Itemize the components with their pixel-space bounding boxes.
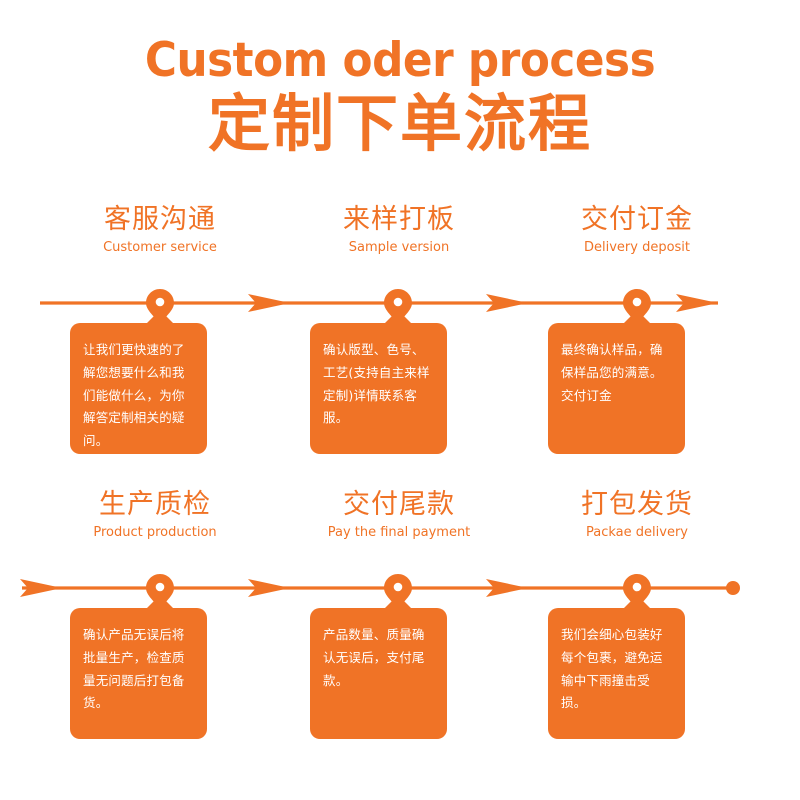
title-chinese: 定制下单流程 [207, 87, 592, 161]
row-2-cards: 确认产品无误后将批量生产，检查质量无问题后打包备货。 产品数量、质量确认无误后，… [0, 595, 800, 768]
timeline-end-arrow-icon [676, 294, 718, 312]
step-heading-en-3: Delivery deposit [583, 240, 691, 256]
step-card-text-2: 确认版型、色号、工艺(支持自主来样定制)详情联系客服。 [323, 342, 430, 426]
page-title: Custom oder process 定制下单流程 [0, 36, 800, 161]
step-heading-en-4: Product production [93, 525, 217, 541]
step-card-3: 最终确认样品，确保样品您的满意。交付订金 [548, 310, 685, 454]
timeline-arrow-icon [248, 294, 290, 312]
step-heading-2: 来样打板 Sample version [279, 204, 519, 256]
step-heading-en-5: Pay the final payment [327, 525, 471, 541]
title-english: Custom oder process [144, 33, 656, 88]
card-notch [146, 310, 174, 324]
card-notch [623, 310, 651, 324]
card-notch [384, 595, 412, 609]
step-heading-cn-1: 客服沟通 [104, 204, 216, 235]
step-heading-en-1: Customer service [103, 240, 217, 256]
step-heading-cn-4: 生产质检 [99, 489, 211, 520]
row-1-cards: 让我们更快速的了解您想要什么和我们能做什么，为你解答定制相关的疑问。 确认版型、… [0, 310, 800, 483]
row-2-headings: 生产质检 Product production 交付尾款 Pay the fin… [0, 489, 800, 568]
step-card-6: 我们会细心包装好每个包裹，避免运输中下雨撞击受损。 [548, 595, 685, 739]
step-heading-cn-5: 交付尾款 [343, 489, 455, 520]
process-row-2: 生产质检 Product production 交付尾款 Pay the fin… [0, 489, 800, 768]
process-row-1: 客服沟通 Customer service 来样打板 Sample versio… [0, 204, 800, 483]
step-heading-6: 打包发货 Packae delivery [517, 489, 757, 541]
step-card-text-4: 确认产品无误后将批量生产，检查质量无问题后打包备货。 [83, 627, 185, 711]
step-card-text-6: 我们会细心包装好每个包裹，避免运输中下雨撞击受损。 [561, 627, 663, 711]
step-card-4: 确认产品无误后将批量生产，检查质量无问题后打包备货。 [70, 595, 207, 739]
step-heading-5: 交付尾款 Pay the final payment [279, 489, 519, 541]
step-card-text-3: 最终确认样品，确保样品您的满意。交付订金 [561, 342, 663, 403]
step-card-text-1: 让我们更快速的了解您想要什么和我们能做什么，为你解答定制相关的疑问。 [83, 342, 185, 448]
step-heading-4: 生产质检 Product production [35, 489, 275, 541]
step-heading-3: 交付订金 Delivery deposit [517, 204, 757, 256]
step-heading-cn-3: 交付订金 [581, 204, 693, 235]
step-card-5: 产品数量、质量确认无误后，支付尾款。 [310, 595, 447, 739]
step-heading-en-2: Sample version [348, 240, 450, 256]
timeline-end-dot-icon [726, 581, 740, 595]
step-heading-cn-6: 打包发货 [581, 489, 693, 520]
timeline-arrow-icon [248, 579, 290, 597]
row-1-headings: 客服沟通 Customer service 来样打板 Sample versio… [0, 204, 800, 283]
step-card-1: 让我们更快速的了解您想要什么和我们能做什么，为你解答定制相关的疑问。 [70, 310, 207, 454]
card-notch [146, 595, 174, 609]
step-card-text-5: 产品数量、质量确认无误后，支付尾款。 [323, 627, 425, 688]
timeline-arrow-icon [486, 294, 528, 312]
step-card-2: 确认版型、色号、工艺(支持自主来样定制)详情联系客服。 [310, 310, 447, 454]
timeline-arrow-icon [486, 579, 528, 597]
step-heading-en-6: Packae delivery [586, 525, 688, 541]
card-notch [384, 310, 412, 324]
timeline-start-arrow-icon [20, 579, 62, 597]
card-notch [623, 595, 651, 609]
step-heading-cn-2: 来样打板 [343, 204, 455, 235]
step-heading-1: 客服沟通 Customer service [40, 204, 280, 256]
